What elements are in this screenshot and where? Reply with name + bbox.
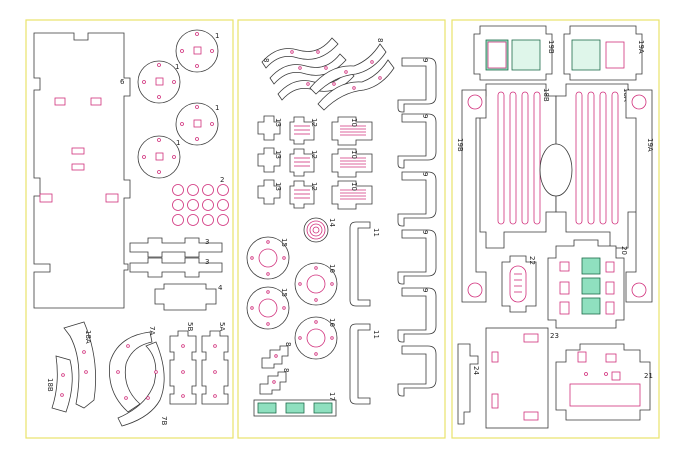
part-13-cross-pieces: 13 13 13 — [257, 115, 282, 205]
part-3-axle-strips: 3 3 — [129, 237, 223, 278]
part-4-bracket: 4 — [154, 283, 223, 311]
part-20-grille-panel: 20 — [547, 239, 628, 329]
part-11-rails: 11 11 — [349, 221, 380, 405]
part-1-wheels: 1 1 1 1 — [137, 29, 219, 179]
label-17: 17 — [328, 392, 336, 401]
label-9-a: 9 — [421, 58, 429, 62]
label-16-a: 16 — [328, 264, 336, 273]
label-13-c: 13 — [274, 182, 282, 191]
label-12-b: 12 — [310, 150, 318, 159]
label-15-b: 15 — [280, 288, 288, 297]
part-8-steps: 8 8 — [259, 342, 292, 395]
part-19-window-tops: 19B 19A — [473, 25, 645, 81]
label-1-c: 1 — [215, 104, 219, 112]
label-22: 22 — [528, 256, 536, 265]
label-18a: 18A — [84, 330, 92, 344]
label-2: 2 — [220, 176, 224, 184]
label-1-d: 1 — [176, 139, 180, 147]
label-18b-bed: 18B — [542, 88, 550, 102]
part-23-box: 23 — [485, 327, 559, 429]
part-24-bracket: 24 — [457, 343, 480, 425]
part-6-chassis-board: 6 — [33, 32, 131, 309]
part-21-cab-front: 21 — [555, 343, 653, 421]
label-14: 14 — [328, 218, 336, 227]
label-12-c: 12 — [310, 182, 318, 191]
part-5-side-panels: 5B 5A — [169, 322, 229, 405]
part-2-hubs: 2 — [172, 176, 229, 226]
label-3-a: 3 — [205, 238, 209, 246]
label-24: 24 — [472, 366, 480, 375]
label-15-a: 15 — [280, 238, 288, 247]
label-8b-b: 8 — [376, 38, 384, 42]
label-4: 4 — [218, 284, 223, 292]
label-3-b: 3 — [205, 258, 209, 266]
part-9-brackets: 9 9 9 9 9 — [397, 57, 437, 397]
label-6: 6 — [120, 78, 125, 86]
label-5a: 5A — [218, 322, 226, 331]
label-7a: 7A — [148, 326, 156, 335]
label-19a-rail: 19A — [646, 138, 654, 152]
label-8b-a: 8 — [262, 58, 270, 62]
label-16-b: 16 — [328, 318, 336, 327]
part-side-rails: 19B 19A — [456, 89, 654, 303]
label-23: 23 — [550, 332, 559, 340]
label-5b: 5B — [186, 322, 194, 331]
label-8-a: 8 — [284, 342, 292, 346]
label-8-b: 8 — [282, 368, 290, 372]
part-7-arches: 7A 7B — [109, 326, 168, 427]
label-10-a: 10 — [350, 118, 358, 127]
label-19a: 19A — [637, 40, 645, 54]
label-9-b: 9 — [421, 114, 429, 118]
part-12-striped-blocks: 12 12 12 — [289, 116, 318, 209]
label-11-a: 11 — [372, 228, 380, 237]
label-13-a: 13 — [274, 118, 282, 127]
label-20: 20 — [620, 246, 628, 255]
label-9-d: 9 — [421, 230, 429, 234]
label-10-b: 10 — [350, 150, 358, 159]
label-13-b: 13 — [274, 150, 282, 159]
label-7b: 7B — [160, 416, 168, 425]
part-22-capsule: 22 — [501, 255, 537, 313]
part-17-green-strip: 17 — [253, 392, 337, 417]
part-15-16-discs: 15 16 15 16 — [246, 236, 338, 360]
label-19b-rail: 19B — [456, 138, 464, 152]
label-19b: 19B — [547, 40, 555, 54]
label-10-c: 10 — [350, 182, 358, 191]
label-21: 21 — [644, 372, 653, 380]
label-11-b: 11 — [372, 330, 380, 339]
part-8b-wave-strips: 8 8 — [261, 37, 395, 111]
label-1-a: 1 — [215, 32, 219, 40]
label-9-c: 9 — [421, 172, 429, 176]
part-18-fenders: 18A 18B — [46, 321, 96, 413]
label-9-e: 9 — [421, 288, 429, 292]
part-14-coil: 14 — [303, 217, 336, 243]
label-18b: 18B — [46, 378, 54, 392]
label-1-b: 1 — [175, 63, 179, 71]
part-10-grille-blocks: 10 10 10 — [331, 116, 373, 210]
label-12-a: 12 — [310, 118, 318, 127]
part-18-bed-panels: 18B 18A — [479, 83, 641, 249]
